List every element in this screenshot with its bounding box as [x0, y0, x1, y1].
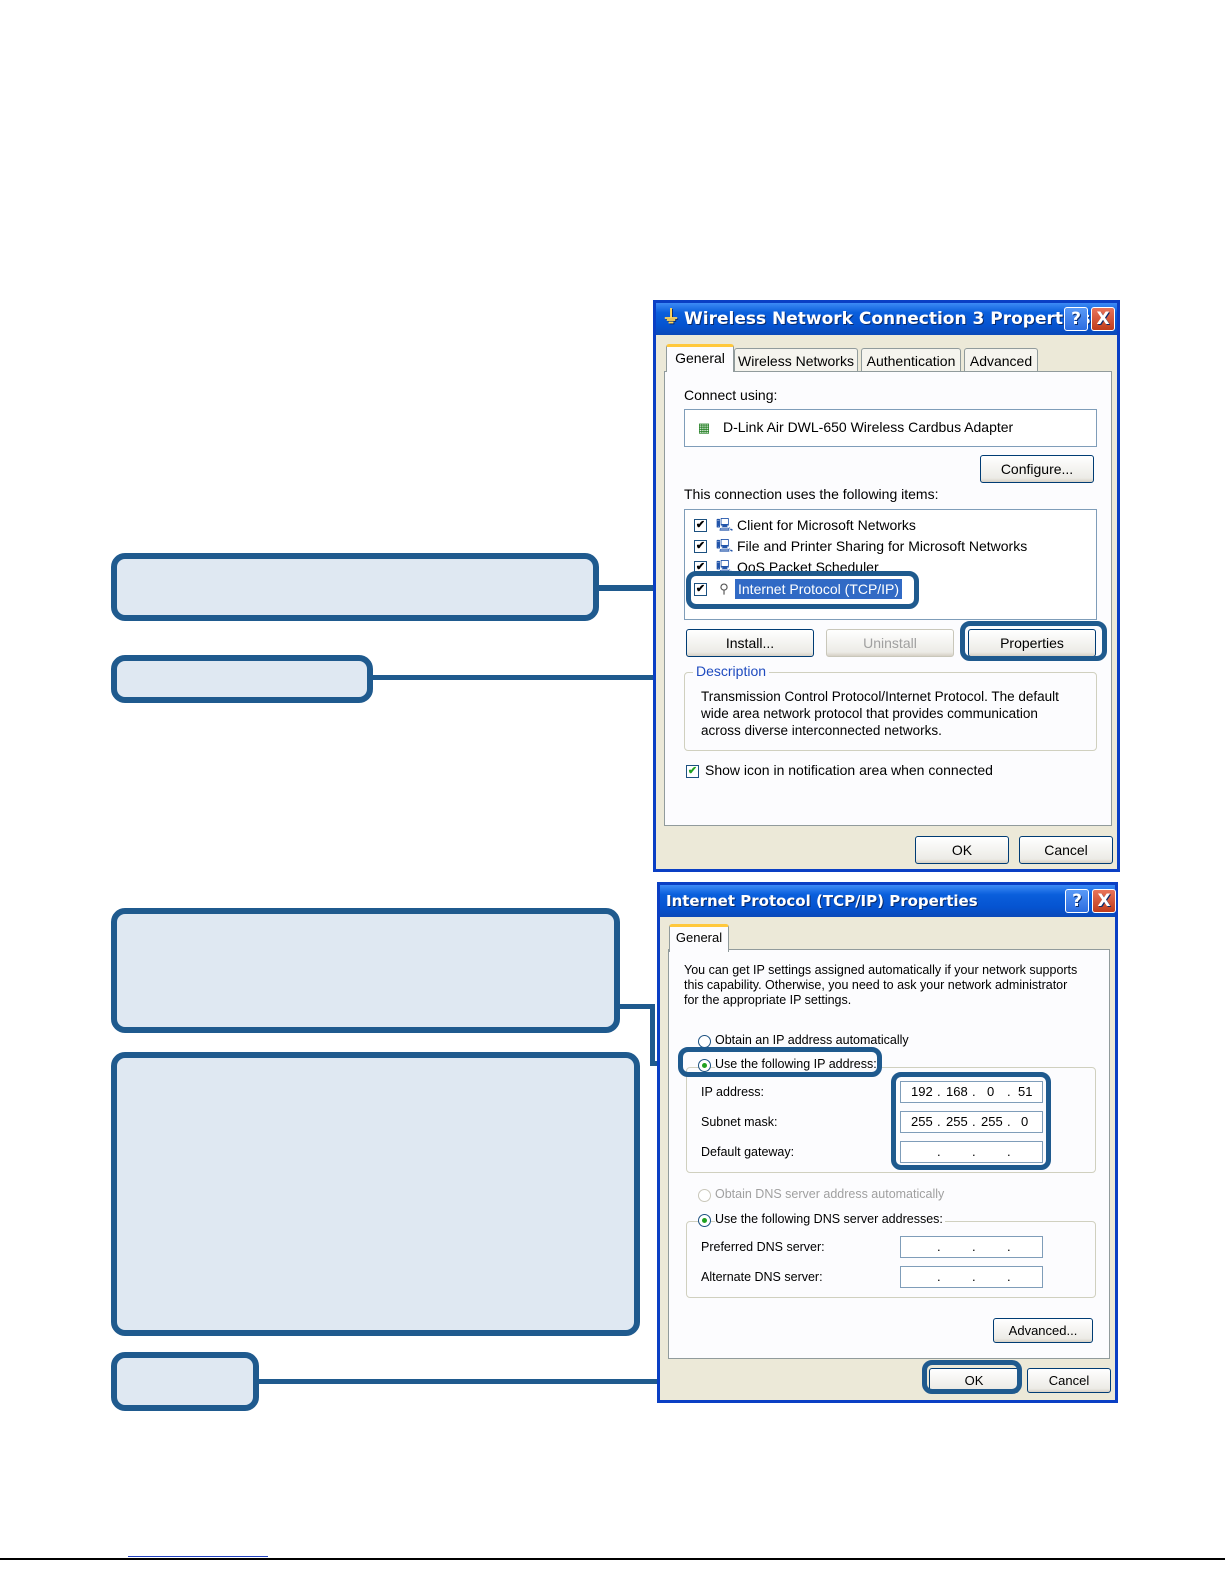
tab-wireless-networks[interactable]: Wireless Networks — [734, 348, 858, 372]
alternate-dns-field[interactable]: . . . — [900, 1266, 1043, 1288]
install-button[interactable]: Install... — [686, 629, 814, 657]
close-button[interactable]: X — [1092, 889, 1116, 913]
configure-button[interactable]: Configure... — [980, 455, 1094, 483]
obtain-ip-radio[interactable] — [698, 1035, 711, 1048]
item-label: Client for Microsoft Networks — [737, 517, 916, 533]
help-button[interactable]: ? — [1065, 889, 1089, 913]
ok-button[interactable]: OK — [915, 836, 1009, 864]
preferred-dns-label: Preferred DNS server: — [701, 1240, 825, 1254]
ip-address-label: IP address: — [701, 1085, 765, 1099]
cancel-button[interactable]: Cancel — [1019, 836, 1113, 864]
qos-scheduler-icon: 🖳 — [716, 559, 734, 574]
connector-line — [617, 1004, 654, 1009]
protocol-icon: ⚲ — [719, 581, 729, 596]
item-checkbox[interactable]: ✔ — [694, 561, 707, 574]
list-item[interactable]: ✔ 🖳 File and Printer Sharing for Microso… — [694, 536, 1084, 558]
item-label: QoS Packet Scheduler — [737, 559, 879, 575]
item-label: Internet Protocol (TCP/IP) — [735, 579, 903, 599]
footer-link-underline — [128, 1556, 268, 1557]
tab-general[interactable]: General — [669, 924, 729, 952]
callout-click-ok — [111, 1352, 259, 1411]
adapter-field: ▦ D-Link Air DWL-650 Wireless Cardbus Ad… — [684, 409, 1097, 447]
preferred-dns-field[interactable]: . . . — [900, 1236, 1043, 1258]
ip-address-group — [686, 1067, 1096, 1173]
connection-items-list[interactable]: ✔ 🖳 Client for Microsoft Networks ✔ 🖳 Fi… — [684, 509, 1097, 620]
connection-items-label: This connection uses the following items… — [684, 486, 939, 502]
network-connection-icon: ⏚ — [662, 307, 680, 328]
advanced-button[interactable]: Advanced... — [993, 1318, 1093, 1343]
item-checkbox[interactable]: ✔ — [694, 540, 707, 553]
connector-line — [650, 1004, 655, 1066]
tcpip-properties-window: Internet Protocol (TCP/IP) Properties ? … — [657, 882, 1118, 1403]
subnet-mask-field[interactable]: 255. 255. 255. 0 — [900, 1111, 1043, 1133]
intro-text: You can get IP settings assigned automat… — [684, 963, 1078, 1007]
description-group: Description Transmission Control Protoco… — [684, 663, 1097, 751]
window-title-bar: Internet Protocol (TCP/IP) Properties ? … — [660, 885, 1116, 917]
alternate-dns-label: Alternate DNS server: — [701, 1270, 823, 1284]
connect-using-label: Connect using: — [684, 387, 778, 403]
connector-line — [257, 1379, 925, 1384]
subnet-mask-label: Subnet mask: — [701, 1115, 778, 1129]
ip-address-field[interactable]: 192. 168. 0. 51 — [900, 1081, 1043, 1103]
use-following-ip-label: Use the following IP address: — [715, 1057, 879, 1071]
description-legend: Description — [693, 663, 770, 679]
list-item-selected[interactable]: ✔ ⚲ Internet Protocol (TCP/IP) — [694, 579, 1084, 601]
connector-line — [597, 585, 689, 591]
tab-general[interactable]: General — [666, 344, 734, 372]
close-button[interactable]: X — [1091, 307, 1115, 331]
list-item[interactable]: ✔ 🖳 Client for Microsoft Networks — [694, 515, 1084, 537]
list-item[interactable]: ✔ 🖳 QoS Packet Scheduler — [694, 557, 1084, 579]
network-card-icon: ▦ — [697, 420, 711, 435]
window-title: Internet Protocol (TCP/IP) Properties — [666, 892, 978, 910]
tab-advanced[interactable]: Advanced — [964, 348, 1038, 372]
obtain-dns-label: Obtain DNS server address automatically — [715, 1187, 945, 1201]
cancel-button[interactable]: Cancel — [1027, 1368, 1111, 1393]
window-title-bar: ⏚ Wireless Network Connection 3 Properti… — [656, 303, 1117, 335]
item-checkbox[interactable]: ✔ — [694, 519, 707, 532]
callout-use-following-ip — [111, 908, 620, 1033]
adapter-name: D-Link Air DWL-650 Wireless Cardbus Adap… — [723, 419, 1014, 435]
default-gateway-label: Default gateway: — [701, 1145, 795, 1159]
help-button[interactable]: ? — [1064, 307, 1088, 331]
client-network-icon: 🖳 — [716, 517, 734, 532]
description-text: Transmission Control Protocol/Internet P… — [701, 689, 1059, 738]
callout-click-properties — [111, 655, 373, 703]
ok-button[interactable]: OK — [929, 1368, 1019, 1393]
file-sharing-icon: 🖳 — [716, 538, 734, 553]
item-checkbox[interactable]: ✔ — [694, 583, 707, 596]
properties-button[interactable]: Properties — [968, 629, 1096, 657]
callout-ip-settings — [111, 1052, 640, 1336]
obtain-ip-label: Obtain an IP address automatically — [715, 1033, 909, 1047]
show-icon-checkbox[interactable]: ✔ — [686, 765, 699, 778]
tab-authentication[interactable]: Authentication — [861, 348, 961, 372]
show-icon-label: Show icon in notification area when conn… — [705, 762, 993, 778]
footer-rule — [0, 1558, 1225, 1560]
use-following-ip-radio[interactable] — [698, 1059, 711, 1072]
obtain-dns-radio[interactable] — [698, 1189, 711, 1202]
uninstall-button[interactable]: Uninstall — [826, 629, 954, 657]
item-label: File and Printer Sharing for Microsoft N… — [737, 538, 1028, 554]
use-following-dns-label: Use the following DNS server addresses: — [715, 1212, 945, 1226]
window-title: Wireless Network Connection 3 Properties — [684, 309, 1091, 329]
network-connection-properties-window: ⏚ Wireless Network Connection 3 Properti… — [653, 300, 1120, 872]
use-following-dns-radio[interactable] — [698, 1214, 711, 1227]
default-gateway-field[interactable]: . . . — [900, 1141, 1043, 1163]
callout-select-tcpip — [111, 553, 599, 621]
